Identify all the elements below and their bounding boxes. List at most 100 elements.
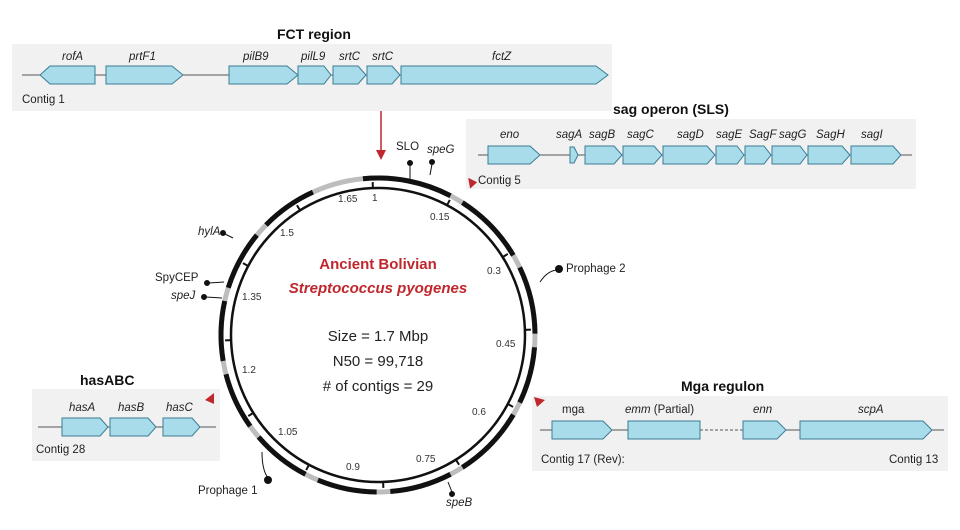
fct-label-fctZ: fctZ [492,51,512,63]
gene-sagB [584,145,623,165]
mga-contig-right-label: Contig 13 [889,454,939,466]
has-label-hasC: hasC [166,402,193,414]
ring-label-speB: speB [446,497,473,509]
contig-arc [218,300,228,362]
ring-tick-labels: 1 0.15 0.3 0.45 0.6 0.75 0.9 1.05 1.2 1.… [242,193,516,473]
tick-1.2: 1.2 [242,365,256,376]
gene-hasA [61,417,109,437]
ring-tick-mark [455,459,460,466]
gene-srtC-1 [332,65,367,85]
sag-label-sagE: sagE [716,129,743,141]
mga-title: Mga regulon [681,378,765,394]
mga-label-enn: enn [753,404,773,416]
contig-arc [390,472,452,495]
prophage1-pin [264,476,272,484]
contig-arc [225,233,259,289]
fct-gene-track [22,65,609,85]
sag-label-sagB: sagB [589,129,616,141]
ring-pins [201,159,563,497]
contig-arc [461,200,516,257]
ring-label-prophage1: Prophage 1 [198,485,258,497]
tick-1: 1 [372,193,378,204]
spycep-pin [204,280,210,286]
mga-gene-track [540,420,944,440]
ring-label-prophage2: Prophage 2 [566,263,626,275]
tick-0.9: 0.9 [346,462,360,473]
sag-label-SagF: SagF [749,129,777,141]
fct-label-srtC-2: srtC [372,51,394,63]
gene-SagH [807,145,851,165]
sag-label-sagI: sagI [861,129,883,141]
has-contig-label: Contig 28 [36,444,86,456]
contig-arc [362,175,452,198]
contig-arc [256,435,307,477]
gene-pilB9 [228,65,299,85]
ring-tick-mark [296,204,301,211]
has-title: hasABC [80,372,135,388]
gene-hasB [109,417,157,437]
sag-label-sagD: sagD [677,129,704,141]
genome-ring [218,175,538,495]
has-label-hasB: hasB [118,402,145,414]
has-gene-track [38,417,216,437]
prophage2-pin [555,265,563,273]
contig-arc [517,266,538,334]
gene-hasC [162,417,201,437]
tick-0.15: 0.15 [430,212,450,223]
sag-label-SagH: SagH [816,129,845,141]
gene-sagC [622,145,663,165]
tick-0.75: 0.75 [416,454,436,465]
speB-pin [449,491,455,497]
fct-label-srtC-1: srtC [339,51,361,63]
ring-label-SLO: SLO [396,141,420,153]
gene-emm [627,420,701,440]
gene-pilL9 [297,65,332,85]
fct-contig-label: Contig 1 [22,94,65,106]
sag-label-eno: eno [500,129,520,141]
gene-prtF1 [105,65,184,85]
gene-srtC-2 [366,65,401,85]
contig-arc [461,413,516,470]
contig-arc [223,373,253,428]
ring-label-speJ: speJ [171,290,196,302]
mga-label-emm: emm (Partial) [625,404,694,416]
speG-pin [429,159,435,165]
ring-tick-mark [502,253,509,258]
ring-tick-mark [242,262,249,267]
mga-label-emm-name: emm [625,404,651,416]
fct-label-pilL9: pilL9 [301,51,326,63]
sag-title: sag operon (SLS) [613,101,729,117]
organism-name-line1: Ancient Bolivian [319,256,437,273]
gene-sagD [662,145,716,165]
sag-gene-track [478,145,912,165]
mga-contig-left-label: Contig 17 (Rev): [541,454,625,466]
gene-eno [487,145,541,165]
ring-tick-mark [247,412,254,417]
hylA-pin [220,230,226,236]
gene-sagA [569,146,579,164]
tick-0.6: 0.6 [472,407,486,418]
fct-arrowhead [376,150,386,160]
gene-sagE [715,145,745,165]
fct-label-rofA: rofA [62,51,84,63]
gene-sagG [771,145,808,165]
genome-n50: N50 = 99,718 [332,353,424,370]
has-label-hasA: hasA [69,402,96,414]
ring-label-hylA: hylA [198,226,221,238]
gene-rofA [39,65,96,85]
mga-label-mga: mga [562,404,585,416]
gene-sagI [850,145,902,165]
ring-tick-mark [507,403,514,408]
mga-label-emm-note: (Partial) [653,404,695,416]
organism-name-line2: Streptococcus pyogenes [288,280,468,297]
sag-position-marker [468,177,478,189]
speJ-pin [201,294,207,300]
mga-label-scpA: scpA [858,404,884,416]
gene-scpA [799,420,933,440]
has-position-marker [205,393,214,404]
sag-label-sagC: sagC [627,129,654,141]
ring-tick-mark [446,199,451,206]
tick-1.05: 1.05 [278,427,298,438]
tick-0.45: 0.45 [496,339,516,350]
